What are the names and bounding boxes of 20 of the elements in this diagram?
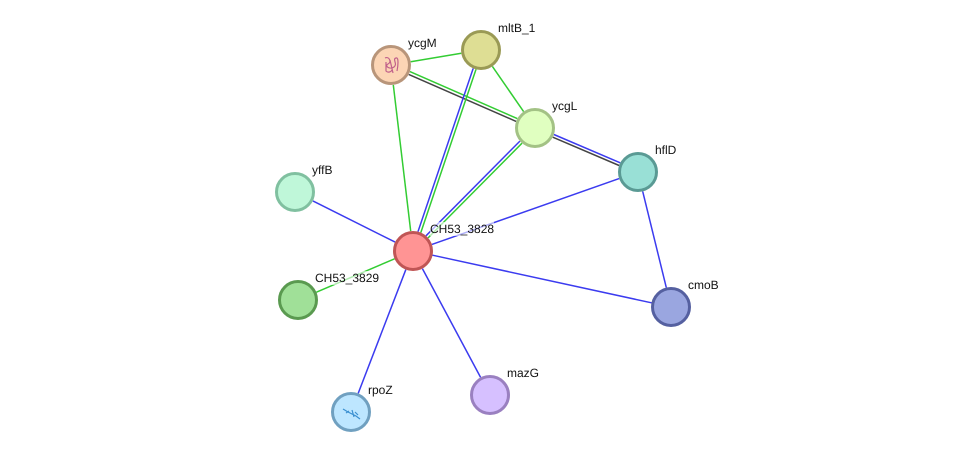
connector-line <box>410 52 462 62</box>
node-label: CH53_3829 <box>315 271 380 285</box>
node-label: mazG <box>507 366 540 380</box>
connector-line <box>422 268 482 378</box>
connector-line <box>492 66 524 112</box>
connector-line <box>316 258 395 293</box>
connector-line <box>392 84 412 232</box>
connector-line <box>358 269 406 394</box>
node-label: hflD <box>655 143 676 157</box>
node-label: ycgL <box>552 99 578 113</box>
connector-line <box>312 200 396 243</box>
node-label: ycgM <box>408 36 437 50</box>
node-label: yffB <box>312 163 332 177</box>
connector-line <box>432 178 620 246</box>
node-label: cmoB <box>688 278 719 292</box>
connector-line <box>432 254 652 304</box>
connector-line <box>642 191 668 288</box>
node-label: rpoZ <box>368 383 393 397</box>
node-label: mltB_1 <box>498 21 536 35</box>
node-label: CH53_3828 <box>430 222 494 236</box>
